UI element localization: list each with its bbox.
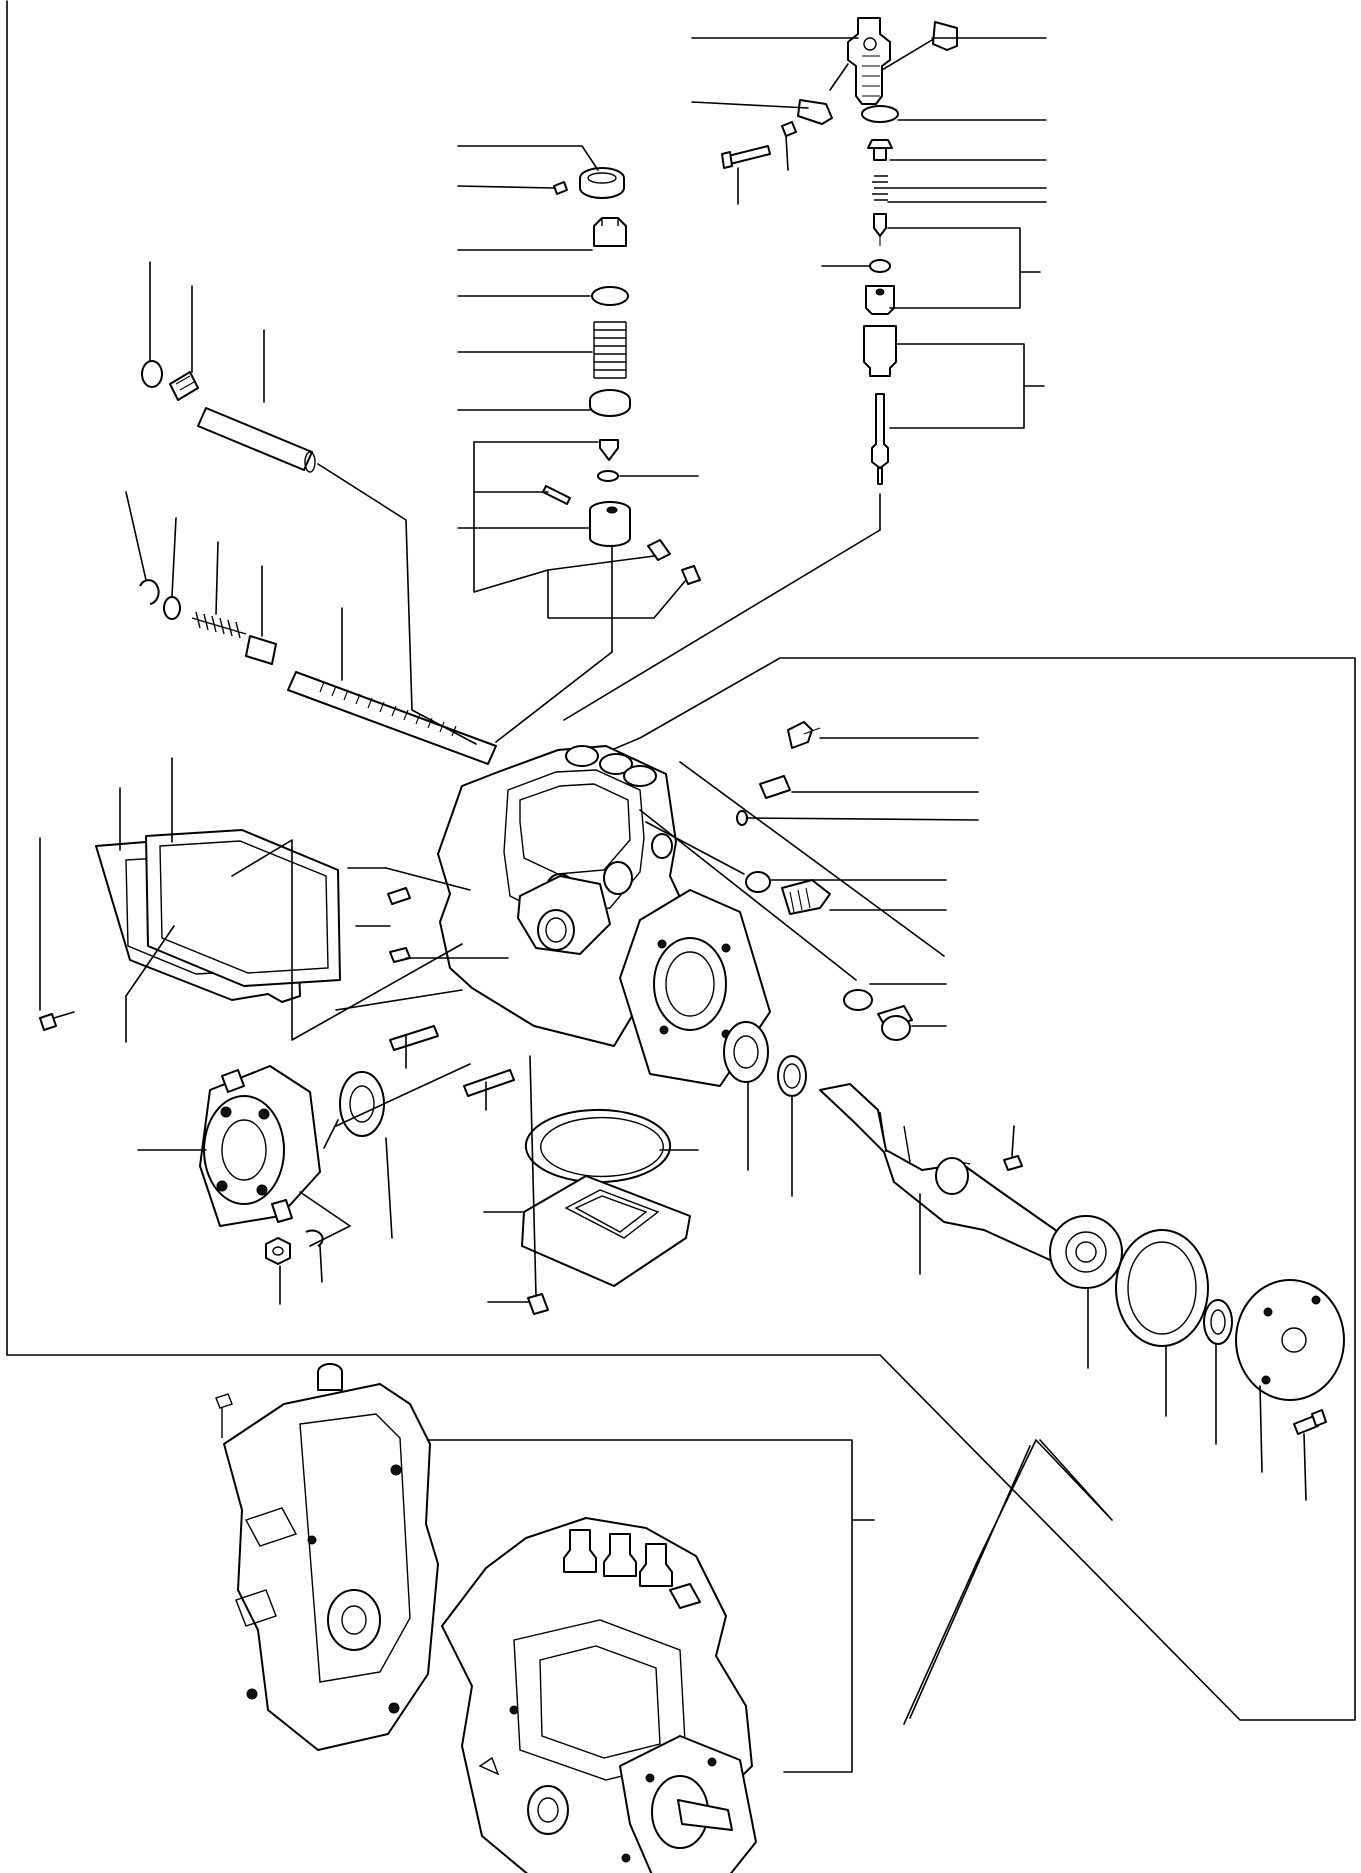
woodruff-key <box>1003 1155 1023 1171</box>
delivery-valve-holder <box>847 17 891 105</box>
end-cover-bolt <box>1293 1409 1327 1435</box>
bottom-cover <box>521 1175 691 1287</box>
cover-bolt <box>527 1293 549 1315</box>
control-clamp-screw <box>553 181 568 195</box>
clamp-plate <box>797 99 833 125</box>
stud <box>389 1025 439 1051</box>
bottom-cover-gasket <box>524 1108 672 1184</box>
lock-plate <box>932 21 958 51</box>
assembled-injection-pump <box>441 1517 757 1873</box>
oil-seal <box>1203 1299 1233 1345</box>
guide-pin <box>542 485 571 505</box>
dowel-pin-2 <box>389 947 411 963</box>
delivery-valve-seat <box>865 285 895 315</box>
plunger-spring <box>593 321 627 379</box>
hex-nut <box>265 1237 291 1265</box>
leader-lines <box>39 37 1307 1501</box>
control-pinion-clamp <box>579 167 625 199</box>
roller <box>647 539 671 561</box>
bolt <box>721 145 771 169</box>
drain-plug <box>781 879 831 915</box>
spring-sleeve <box>245 635 277 665</box>
end-cover <box>1235 1279 1345 1401</box>
plunger <box>871 393 889 485</box>
valve-washer <box>869 259 891 273</box>
valve-stopper <box>867 139 893 161</box>
control-rack <box>287 671 497 765</box>
tapered-bearing <box>1049 1215 1123 1289</box>
tappet-body <box>589 501 631 547</box>
tappet-nut <box>597 470 619 482</box>
feed-pump-gasket <box>339 1071 385 1137</box>
dowel-pin <box>387 887 411 905</box>
lower-spring-seat <box>589 389 631 417</box>
delivery-spring <box>872 175 888 201</box>
rack-guide-tube <box>197 407 316 473</box>
spring-washer <box>163 596 181 620</box>
cover-screw <box>39 1011 75 1031</box>
delivery-valve <box>873 213 887 246</box>
lock-washer <box>781 121 797 137</box>
plug-bolt <box>759 775 791 799</box>
gasket-washer <box>745 871 771 893</box>
camshaft <box>819 1083 1071 1261</box>
ball-bearing <box>723 1021 769 1083</box>
copper-washer <box>843 989 873 1011</box>
assembly-reference-lines <box>377 1439 1113 1773</box>
air-bleed-screw <box>787 721 821 749</box>
snap-ring <box>139 579 160 605</box>
o-ring <box>861 105 899 123</box>
stud-2 <box>463 1069 515 1097</box>
o-ring-left <box>141 360 163 388</box>
end-cover-gasket <box>1115 1229 1209 1347</box>
shim <box>777 1055 807 1097</box>
adjusting-screw <box>599 439 619 461</box>
small-o-ring <box>736 810 748 826</box>
feed-pump-body <box>199 1065 321 1227</box>
plunger-barrel <box>863 325 897 377</box>
plug-screw <box>877 1005 913 1041</box>
assembled-governor-housing <box>215 1363 439 1751</box>
sleeve-nut <box>169 371 199 401</box>
exploded-view-frame <box>6 0 1356 1721</box>
upper-spring-seat <box>591 286 629 306</box>
rack-spring <box>191 611 247 639</box>
control-sleeve <box>593 217 627 247</box>
